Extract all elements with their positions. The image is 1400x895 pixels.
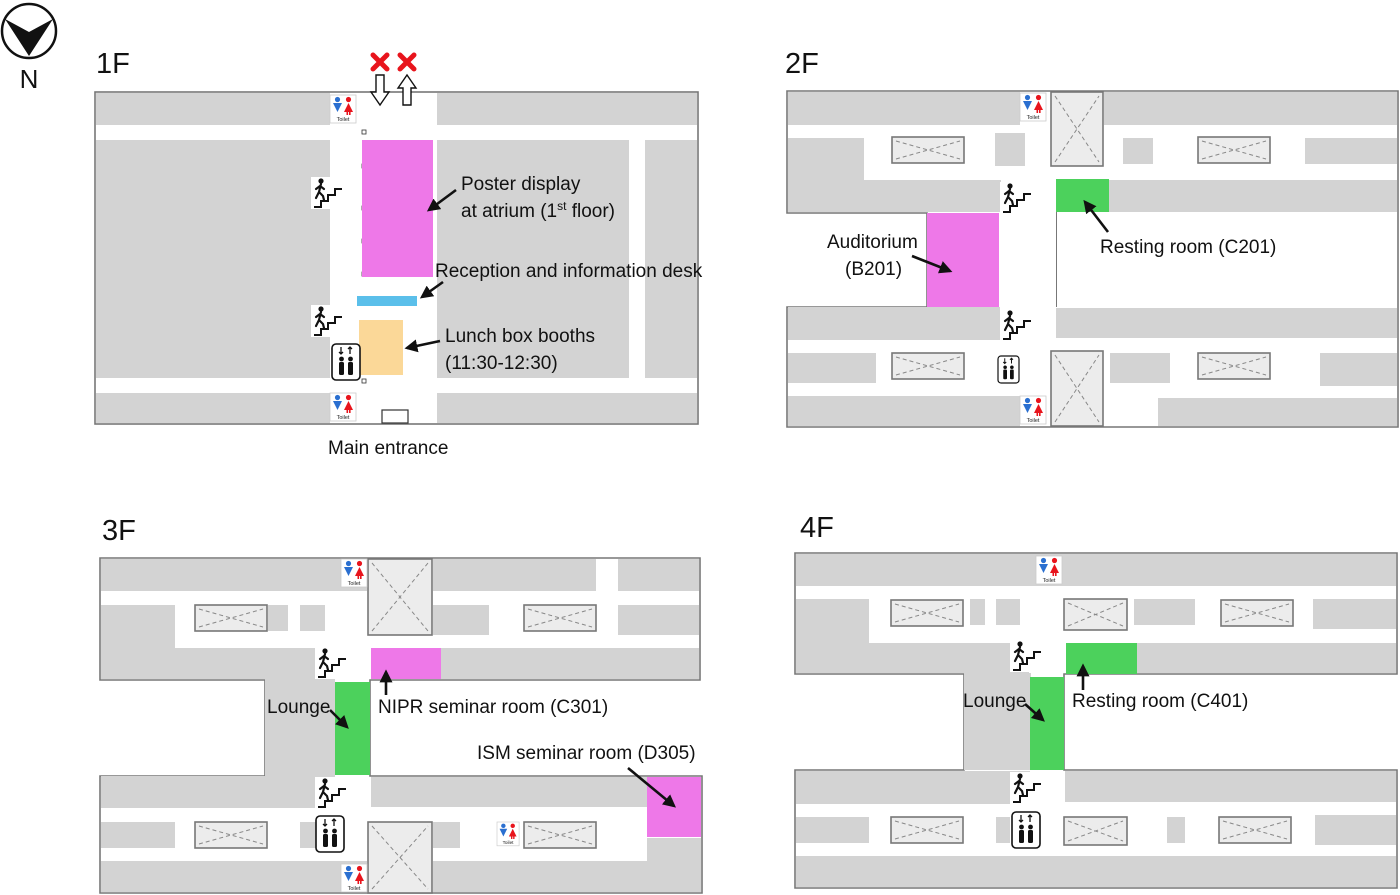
- resting-pointer-arrow: [1083, 199, 1110, 233]
- stairs-icon: [1008, 770, 1044, 806]
- auditorium-pointer-arrow: [911, 254, 953, 274]
- toilet-icon: [329, 392, 357, 422]
- lounge-pointer-arrow: [329, 709, 349, 729]
- exit-up-arrow-icon: [396, 73, 418, 106]
- reception-pointer-arrow: [419, 280, 444, 299]
- stairs-icon: [309, 303, 345, 339]
- compass-ring: [0, 2, 58, 60]
- resting-room: [1066, 643, 1137, 674]
- void-box: [890, 816, 964, 844]
- elevator-icon: [315, 815, 345, 853]
- lounge-pointer-arrow: [1024, 703, 1045, 722]
- building-blocks: [96, 93, 697, 423]
- stairs-icon: [309, 175, 345, 211]
- elevator-icon: [1011, 811, 1041, 849]
- floor-3f: 3F: [99, 515, 703, 894]
- stairs-icon: [313, 645, 349, 681]
- compass-label: N: [20, 64, 39, 94]
- atrium-void: [1050, 350, 1104, 427]
- reception-desk: [357, 296, 417, 306]
- toilet-icon: [340, 558, 368, 588]
- floor-title: 3F: [102, 515, 136, 547]
- floor-title: 1F: [96, 48, 130, 80]
- lounge-label: Lounge: [963, 691, 1026, 712]
- void-box: [1197, 136, 1271, 164]
- void-box: [1063, 598, 1128, 631]
- resting-room: [1056, 179, 1109, 212]
- stairs-icon: [313, 775, 349, 811]
- void-box: [523, 604, 597, 632]
- poster-display-area: [362, 140, 433, 277]
- elevator-icon: [997, 355, 1020, 384]
- nipr-seminar-room: [371, 648, 441, 679]
- void-box: [523, 821, 597, 849]
- lunch-box-booths: [359, 320, 403, 375]
- lunch-pointer-arrow: [404, 339, 441, 353]
- lounge-area: [1030, 677, 1064, 770]
- building-blocks: [788, 92, 1397, 426]
- void-box: [890, 599, 964, 627]
- toilet-icon: [340, 863, 368, 893]
- void-box: [891, 352, 965, 380]
- lunch-label-line1: Lunch box booths: [445, 326, 595, 347]
- floor-4f: 4F: [794, 512, 1398, 889]
- floor-title: 2F: [785, 48, 819, 80]
- reception-label: Reception and information desk: [435, 261, 703, 282]
- void-box: [1197, 352, 1271, 380]
- nipr-label: NIPR seminar room (C301): [378, 697, 608, 718]
- main-entrance-label: Main entrance: [328, 438, 448, 459]
- void-box: [1063, 816, 1128, 846]
- void-box: [891, 136, 965, 164]
- building-outline: [786, 90, 1399, 428]
- poster-label-line2: at atrium (1st floor): [461, 199, 615, 222]
- auditorium-label-line1: Auditorium: [827, 232, 918, 253]
- void-box: [194, 821, 268, 849]
- poster-label-line1: Poster display: [461, 174, 581, 195]
- stairs-icon: [998, 307, 1034, 343]
- stairs-icon: [1008, 638, 1044, 674]
- ism-label: ISM seminar room (D305): [477, 743, 696, 764]
- toilet-icon: [329, 94, 357, 124]
- floor-1f: 1F: [94, 48, 703, 459]
- ism-pointer-arrow: [627, 766, 677, 808]
- atrium-void: [1050, 91, 1104, 167]
- compass: N: [0, 2, 58, 94]
- toilet-icon: [1019, 395, 1047, 425]
- resting-room-label: Resting room (C401): [1072, 691, 1248, 712]
- lunch-label-line2: (11:30-12:30): [445, 353, 558, 374]
- ism-seminar-room: [647, 777, 701, 837]
- north-arrow-icon: [5, 19, 53, 56]
- exit-down-arrow-icon: [369, 74, 391, 107]
- building-blocks: [796, 554, 1396, 887]
- floor-title: 4F: [800, 512, 834, 544]
- lounge-area: [335, 682, 370, 775]
- floor-2f: 2F: [785, 48, 1399, 428]
- closed-exit-icon: [370, 52, 417, 72]
- toilet-icon: [496, 821, 520, 847]
- lounge-label: Lounge: [267, 697, 330, 718]
- elevator-icon: [331, 343, 361, 381]
- toilet-icon: [1019, 92, 1047, 122]
- resting-room-label: Resting room (C201): [1100, 237, 1276, 258]
- void-box: [1220, 599, 1294, 627]
- auditorium-room: [927, 213, 999, 307]
- void-box: [1218, 816, 1292, 844]
- building-blocks: [101, 559, 701, 892]
- void-box: [194, 604, 268, 632]
- stairs-icon: [998, 180, 1034, 216]
- toilet-icon: [1035, 555, 1063, 585]
- auditorium-label-line2: (B201): [845, 259, 902, 280]
- main-entrance-door: [381, 409, 409, 424]
- poster-pointer-arrow: [426, 188, 457, 212]
